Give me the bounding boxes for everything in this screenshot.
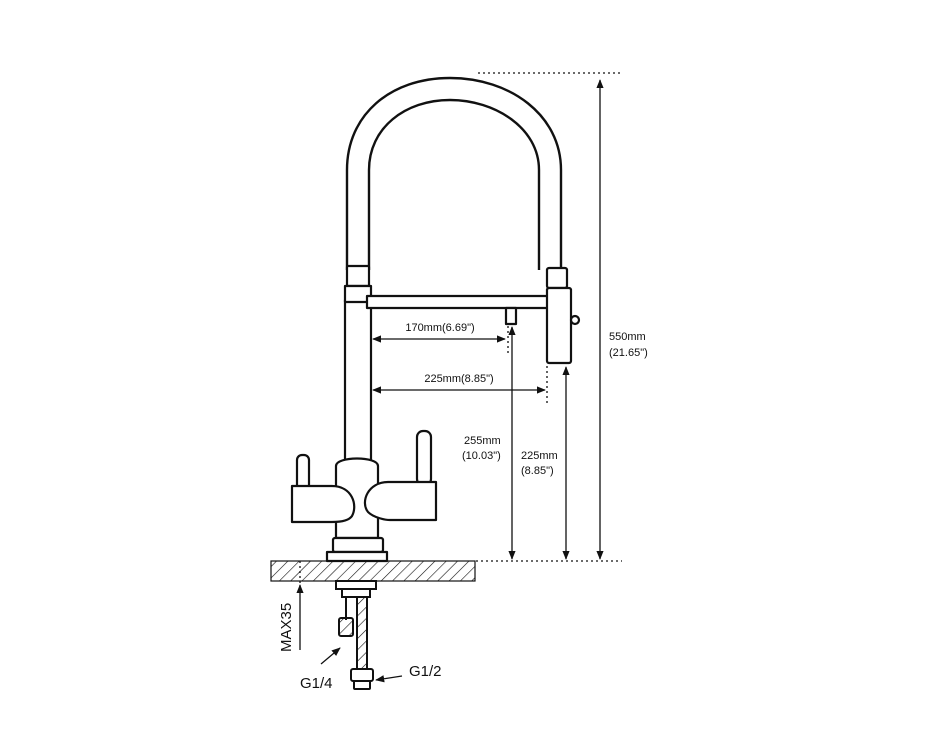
filtered-spout-bar bbox=[365, 294, 552, 310]
under-counter-connections bbox=[335, 580, 377, 690]
labels: 170mm(6.69") 225mm(8.85") 550mm (21.65")… bbox=[278, 322, 648, 692]
right-handle-hub bbox=[363, 480, 438, 522]
column-collar-lower bbox=[343, 284, 373, 304]
g12-label: G1/2 bbox=[409, 663, 442, 680]
faucet-column bbox=[343, 298, 373, 462]
mounting-shank bbox=[341, 588, 371, 598]
main-height-in-label: (8.85") bbox=[521, 465, 554, 477]
spout-hose-inner bbox=[367, 98, 541, 270]
max-thickness-label: MAX35 bbox=[278, 603, 295, 652]
spray-head-top bbox=[545, 266, 569, 290]
g14-fitting bbox=[338, 617, 354, 637]
spout-hose bbox=[345, 76, 563, 270]
filtered-height-in-label: (10.03") bbox=[462, 450, 501, 462]
faucet-body bbox=[290, 76, 581, 563]
spray-head-body bbox=[545, 286, 573, 365]
g12-nut bbox=[350, 668, 374, 682]
main-height-mm-label: 225mm bbox=[521, 450, 558, 462]
mounting-shank-top bbox=[335, 580, 377, 590]
spray-button bbox=[569, 314, 581, 326]
g12-nut-lower bbox=[353, 680, 371, 690]
filtered-reach-label: 170mm(6.69") bbox=[405, 322, 474, 334]
base-flange bbox=[331, 536, 385, 554]
g14-label: G1/4 bbox=[300, 675, 333, 692]
braided-hose bbox=[356, 596, 368, 670]
filtered-outlet-nozzle bbox=[504, 306, 518, 326]
total-height-in-label: (21.65") bbox=[609, 347, 648, 359]
countertop bbox=[270, 560, 476, 582]
column-collar-upper bbox=[345, 264, 371, 288]
g12-leader bbox=[375, 675, 403, 683]
total-height-mm-label: 550mm bbox=[609, 331, 646, 343]
right-handle-lever bbox=[415, 429, 433, 487]
filtered-height-mm-label: 255mm bbox=[464, 435, 501, 447]
dimension-lines bbox=[296, 72, 622, 683]
main-reach-label: 225mm(8.85") bbox=[424, 373, 493, 385]
base-plate bbox=[325, 550, 389, 563]
g14-leader bbox=[320, 647, 341, 665]
left-handle-hub bbox=[290, 484, 356, 524]
